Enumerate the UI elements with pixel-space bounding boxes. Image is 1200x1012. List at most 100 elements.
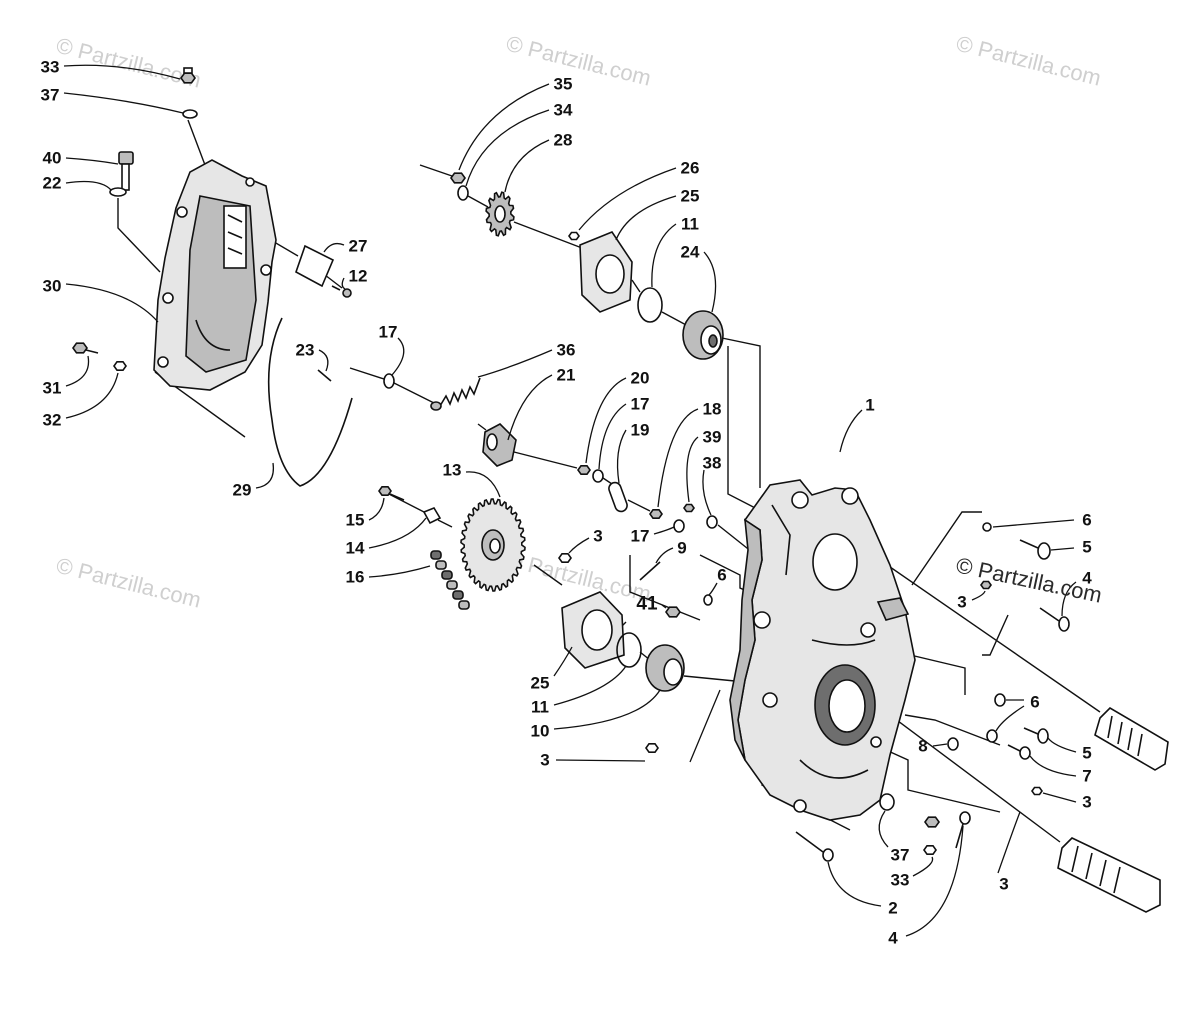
housing-side-wall: [729, 518, 763, 761]
leader-line: [65, 355, 90, 387]
leader-line: [1029, 755, 1077, 777]
bolt-shank: [85, 349, 99, 354]
hex-nut: [980, 580, 992, 590]
leader-line: [65, 372, 119, 419]
callout-label: 4: [888, 929, 898, 948]
shaft-spline: [1071, 845, 1121, 894]
leader-line: [578, 167, 677, 231]
callout-label: 33: [41, 58, 60, 77]
bolt-shank: [795, 831, 824, 853]
leader-line: [318, 349, 329, 372]
leader-line: [616, 429, 627, 484]
housing-boss: [753, 611, 771, 629]
callout-label: 19: [631, 421, 650, 440]
callout-label: 5: [1082, 744, 1091, 763]
watermark: © Partzilla.com: [54, 33, 204, 93]
flat-washer: [592, 469, 604, 483]
leader-line: [553, 665, 627, 706]
hex-nut: [645, 742, 659, 754]
flat-washer: [986, 729, 998, 743]
housing-boss: [762, 692, 778, 708]
grease-fitting: [639, 561, 661, 581]
bolt-shank: [1039, 607, 1060, 622]
leader-line: [585, 377, 627, 464]
leader-line: [458, 83, 550, 171]
chain-link: [452, 590, 464, 600]
watermark: © Partzilla.com: [504, 31, 654, 91]
leader-line: [655, 547, 674, 564]
callout-label: 24: [681, 243, 700, 262]
bolt-shank: [1023, 727, 1039, 735]
cover-bolt-hole: [162, 292, 174, 304]
callout-label: 9: [677, 539, 686, 558]
callout-label: 33: [891, 871, 910, 890]
leader-line: [341, 277, 346, 290]
leader-line: [661, 604, 667, 609]
leader-line: [568, 537, 590, 554]
sprocket-bore: [489, 538, 501, 554]
watermark: © Partzilla.com: [954, 31, 1104, 91]
leader-line: [703, 251, 717, 313]
callout-label: 5: [1082, 538, 1091, 557]
leader-line: [507, 374, 553, 441]
axis-line: [869, 699, 1061, 843]
cover-rib-panel: [223, 205, 247, 269]
leader-line: [63, 92, 184, 114]
hex-nut: [923, 844, 937, 856]
callout-label: 6: [1030, 693, 1039, 712]
flat-washer: [994, 693, 1006, 707]
leader-line: [368, 517, 427, 549]
leader-line: [63, 64, 181, 80]
leader-line: [995, 699, 1025, 732]
parts: [72, 67, 1169, 913]
axis-line: [982, 614, 1009, 656]
callout-label: 37: [41, 86, 60, 105]
bolt-head: [1058, 616, 1070, 632]
callout-label: 23: [296, 341, 315, 360]
leader-line: [932, 743, 948, 747]
leader-line: [653, 526, 675, 535]
leader-line: [839, 409, 863, 453]
bolt-head: [378, 485, 392, 497]
axis-line: [904, 714, 1001, 746]
bearing-flange-bore: [595, 254, 625, 294]
flat-washer: [109, 187, 127, 197]
watermark: © Partzilla.com: [954, 552, 1104, 607]
bolt-shank: [1019, 539, 1039, 549]
leader-line: [992, 519, 1075, 528]
cover-bolt-hole: [176, 206, 188, 218]
hex-nut: [577, 464, 591, 476]
cover-plate: [295, 244, 335, 288]
leader-line: [997, 811, 1021, 874]
callouts: 33 37 40 22 30 31 32 29 23 27 12 17 36 2…: [41, 58, 1093, 948]
hex-nut: [665, 606, 681, 618]
leader-line: [905, 825, 964, 937]
hex-nut: [924, 816, 940, 828]
callout-label: 3: [1082, 793, 1091, 812]
leader-line: [615, 195, 677, 241]
callout-label: 29: [233, 481, 252, 500]
callout-label: 17: [631, 395, 650, 414]
bearing-flange-bore: [581, 609, 613, 651]
leader-line: [1047, 737, 1077, 753]
leader-line: [702, 469, 712, 516]
housing-boss: [791, 491, 809, 509]
link-plate: [608, 481, 628, 513]
leader-line: [323, 242, 345, 253]
callout-label: 15: [346, 511, 365, 530]
housing-shaft-stub: [876, 597, 910, 621]
flat-washer: [703, 594, 713, 606]
leader-line: [708, 582, 718, 596]
screw-head: [568, 231, 580, 241]
hex-nut: [450, 172, 466, 184]
callout-label: 11: [531, 698, 549, 717]
leader-line: [912, 856, 934, 877]
tension-spring: [439, 377, 481, 407]
hex-nut: [683, 503, 695, 513]
cover-rib-detail: [227, 214, 243, 255]
gear-case-housing: [737, 479, 916, 821]
callout-label: 34: [554, 101, 573, 120]
pin: [317, 369, 332, 382]
callout-label: 36: [557, 341, 576, 360]
